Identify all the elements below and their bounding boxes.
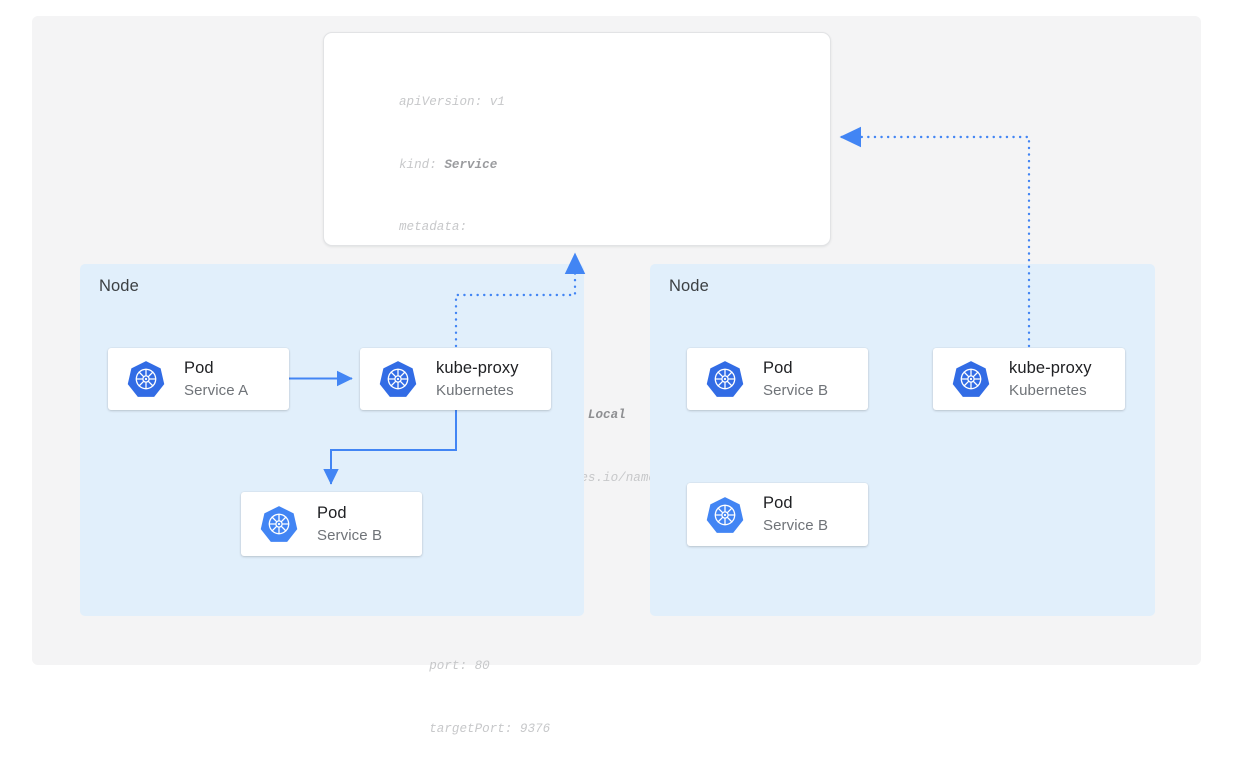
yaml-line-text: kind:: [399, 157, 445, 172]
card-title: Pod: [763, 358, 793, 377]
card-text: kube-proxy Kubernetes: [1009, 358, 1092, 401]
card-pod-service-b-right-1[interactable]: Pod Service B: [687, 348, 868, 410]
kubernetes-icon: [706, 496, 744, 534]
card-text: Pod Service B: [317, 503, 382, 546]
node-box-right: Node: [650, 264, 1155, 616]
kubernetes-icon: [706, 360, 744, 398]
node-box-left: Node: [80, 264, 584, 616]
card-text: kube-proxy Kubernetes: [436, 358, 519, 401]
yaml-line: port: 80: [399, 659, 490, 674]
kubernetes-icon: [260, 505, 298, 543]
card-subtitle: Service B: [763, 381, 829, 399]
card-text: Pod Service A: [184, 358, 248, 401]
kubernetes-icon: [952, 360, 990, 398]
card-text: Pod Service B: [763, 358, 828, 401]
card-title: Pod: [763, 494, 793, 512]
yaml-line: kind: Service: [399, 155, 709, 176]
card-kube-proxy-right[interactable]: kube-proxy Kubernetes: [933, 348, 1125, 410]
yaml-line: targetPort: 9376: [399, 722, 551, 736]
yaml-line: apiVersion: v1: [399, 94, 505, 109]
card-title: kube-proxy: [1009, 358, 1092, 377]
diagram-stage: apiVersion: v1 kind: Service metadata: n…: [32, 16, 1201, 736]
kubernetes-icon: [127, 360, 165, 398]
yaml-line-kind-value: Service: [444, 157, 498, 172]
card-title: kube-proxy: [436, 358, 519, 377]
card-text: Pod Service B: [763, 493, 828, 536]
card-kube-proxy-left[interactable]: kube-proxy Kubernetes: [360, 348, 551, 410]
card-subtitle: Service B: [317, 526, 383, 544]
kubernetes-icon: [379, 360, 417, 398]
card-subtitle: Service B: [763, 517, 829, 534]
card-subtitle: Service A: [184, 381, 249, 399]
card-subtitle: Kubernetes: [1009, 381, 1087, 399]
card-title: Pod: [317, 503, 347, 522]
card-pod-service-b-right-2[interactable]: Pod Service B: [687, 483, 868, 546]
node-label: Node: [669, 277, 709, 295]
yaml-line: metadata:: [399, 220, 468, 235]
card-title: Pod: [184, 358, 214, 377]
card-subtitle: Kubernetes: [436, 381, 514, 399]
card-pod-service-b-left[interactable]: Pod Service B: [241, 492, 422, 556]
service-yaml-manifest: apiVersion: v1 kind: Service metadata: n…: [323, 32, 831, 736]
card-pod-service-a[interactable]: Pod Service A: [108, 348, 289, 410]
node-label: Node: [99, 277, 139, 295]
